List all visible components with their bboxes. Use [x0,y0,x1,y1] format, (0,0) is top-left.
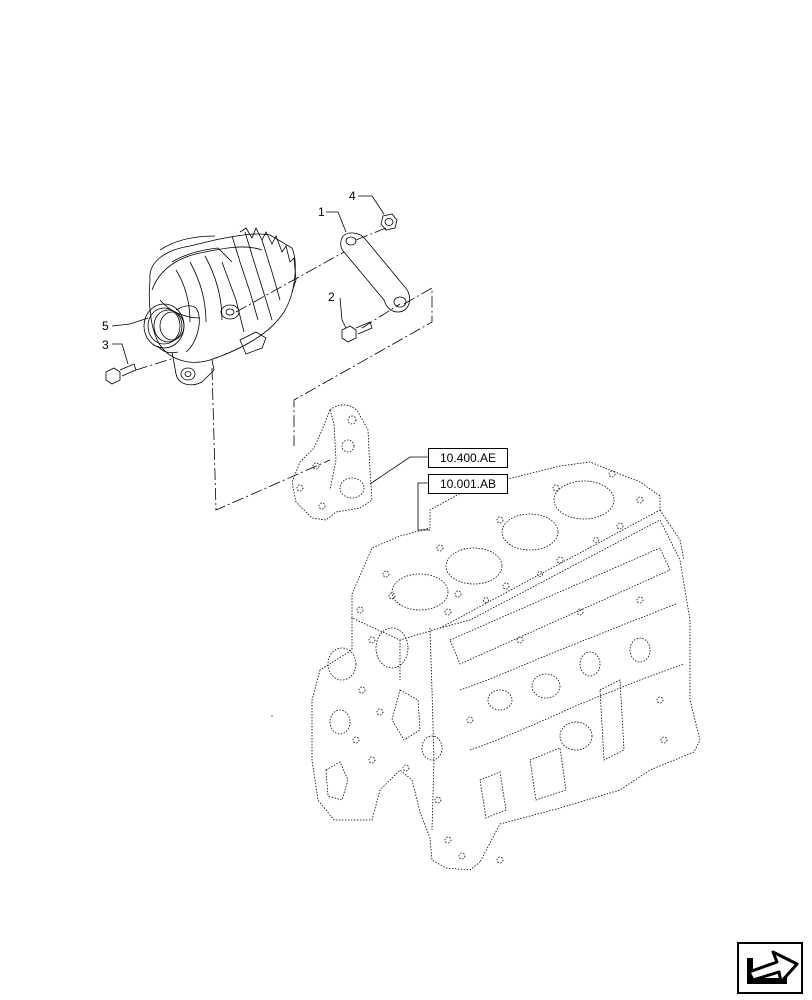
next-page-button[interactable] [737,942,803,994]
reference-link-10-400-ae[interactable]: 10.400.AE [428,448,508,468]
alternator[interactable] [143,227,297,386]
callout-1[interactable]: 1 [318,205,325,219]
bolt-lower[interactable] [105,363,137,385]
engine-block[interactable] [311,461,701,871]
leader-lines [111,195,430,531]
nut[interactable] [380,213,398,231]
callout-3[interactable]: 3 [102,338,109,352]
reference-link-10-001-ab[interactable]: 10.001.AB [428,474,508,494]
alternator-support[interactable] [291,404,373,521]
adjusting-strap[interactable] [340,232,411,313]
callout-2[interactable]: 2 [328,290,335,304]
stray-dot [271,715,273,717]
callout-5[interactable]: 5 [102,319,109,333]
next-page-arrow-icon [737,942,803,994]
bolt-upper[interactable] [341,321,373,343]
assembly-lines [135,227,433,511]
callout-4[interactable]: 4 [349,189,356,203]
